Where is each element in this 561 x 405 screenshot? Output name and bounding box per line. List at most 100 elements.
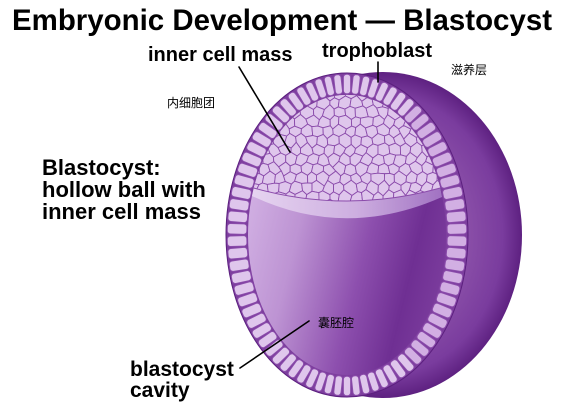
- label-cavity-line: blastocyst: [130, 358, 234, 381]
- trophoblast-cell: [264, 339, 284, 357]
- trophoblast-cell: [271, 105, 291, 124]
- trophoblast-cell: [342, 73, 352, 95]
- trophoblast-cell: [246, 141, 267, 158]
- trophoblast-cell: [416, 121, 437, 139]
- trophoblast-cell: [359, 75, 371, 97]
- inner-cell: [230, 134, 243, 148]
- inner-cell: [229, 114, 241, 129]
- trophoblast-cell: [431, 151, 453, 168]
- trophoblast-cell: [397, 98, 415, 117]
- trophoblast-cell: [366, 78, 380, 99]
- trophoblast-cell: [444, 198, 466, 212]
- inner-cell: [241, 95, 253, 110]
- trophoblast-cell: [444, 258, 466, 272]
- trophoblast-cell: [230, 186, 252, 200]
- inner-cell: [264, 76, 276, 89]
- label-trophoblast: trophoblast: [322, 40, 432, 62]
- trophoblast-cell: [314, 78, 328, 99]
- trophoblast-cell: [445, 246, 467, 260]
- inner-cell: [237, 105, 248, 119]
- trophoblast-cell: [431, 302, 453, 319]
- description-line: hollow ball with: [42, 177, 206, 202]
- trophoblast-cell: [279, 98, 297, 117]
- trophoblast-cell: [305, 368, 320, 389]
- trophoblast-cell: [403, 346, 423, 365]
- trophoblast-cell: [323, 373, 335, 395]
- label-trophoblast-zh: 滋养层: [451, 62, 487, 77]
- label-inner-cell-mass-zh: 内细胞团: [167, 96, 215, 110]
- trophoblast-cell: [233, 281, 255, 296]
- leader-cavity: [239, 320, 310, 369]
- trophoblast-cell: [350, 74, 361, 95]
- trophoblast-cell: [374, 81, 389, 102]
- label-cavity-line: cavity: [130, 379, 190, 402]
- blastocyst: [225, 72, 522, 398]
- trophoblast-cell: [226, 235, 248, 248]
- trophoblast-cell: [397, 353, 415, 372]
- trophoblast-cell: [416, 331, 437, 349]
- trophoblast-cell: [257, 331, 278, 349]
- trophoblast-cell: [257, 121, 278, 139]
- trophoblast-cell: [382, 364, 398, 384]
- label-cavity-zh: 囊胚腔: [318, 315, 354, 330]
- trophoblast-cell: [374, 368, 389, 389]
- inner-cell-mass-underside: [252, 188, 442, 219]
- trophoblast-cell: [241, 302, 263, 319]
- trophoblast-cell: [237, 162, 259, 178]
- trophoblast-cell: [435, 162, 457, 178]
- description-block: Blastocyst: hollow ball with inner cell …: [42, 155, 206, 224]
- trophoblast-cell: [446, 235, 468, 248]
- inner-cell: [285, 78, 298, 89]
- inner-cell: [237, 87, 248, 99]
- trophoblast-cell: [233, 174, 255, 189]
- trophoblast-cell: [227, 210, 249, 224]
- label-inner-cell-mass: inner cell mass: [148, 44, 293, 66]
- trophoblast-cell: [305, 81, 320, 102]
- inner-cell: [449, 78, 459, 91]
- trophoblast-cell: [228, 258, 250, 272]
- inner-cell: [235, 124, 247, 136]
- trophoblast-cell: [271, 346, 291, 365]
- description-line: inner cell mass: [42, 199, 201, 224]
- trophoblast-cell: [410, 113, 430, 131]
- trophoblast-cell: [439, 174, 461, 189]
- leader-inner-cell-mass: [238, 66, 291, 153]
- trophoblast-cell: [445, 210, 467, 224]
- trophoblast-cell: [237, 292, 259, 308]
- trophoblast-cell: [279, 353, 297, 372]
- trophoblast-cell: [389, 91, 407, 111]
- trophoblast-cell: [359, 373, 371, 395]
- trophoblast-cell: [382, 86, 398, 106]
- trophoblast-cell: [350, 375, 361, 396]
- trophoblast-cell: [230, 270, 252, 284]
- inner-cell: [229, 98, 240, 109]
- inner-cell-mass-edge: [253, 187, 441, 202]
- trophoblast-cell: [422, 322, 443, 339]
- trophoblast-cell: [287, 91, 305, 111]
- title: Embryonic Development — Blastocyst: [12, 4, 552, 37]
- trophoblast-cell: [410, 339, 430, 357]
- trophoblast-cell: [227, 246, 249, 260]
- trophoblast-cell: [226, 222, 248, 235]
- trophoblast-cell: [241, 151, 263, 168]
- trophoblast-cell: [403, 105, 423, 124]
- trophoblast-cell: [333, 375, 344, 396]
- inner-cell: [274, 79, 287, 90]
- trophoblast-cell: [389, 359, 407, 379]
- trophoblast-cell: [333, 74, 344, 95]
- trophoblast-cell: [422, 131, 443, 148]
- inner-cell: [251, 77, 264, 91]
- inner-cell: [241, 117, 251, 129]
- trophoblast-cell: [251, 322, 272, 339]
- trophoblast-cell: [427, 312, 448, 329]
- trophoblast-cell: [323, 75, 335, 97]
- trophoblast-cell: [366, 371, 380, 392]
- trophoblast-cell: [296, 86, 312, 106]
- trophoblast-cell: [442, 186, 464, 200]
- description-line: Blastocyst:: [42, 155, 161, 180]
- trophoblast-cells: [226, 73, 468, 397]
- trophoblast-cell: [342, 375, 352, 397]
- inner-cell: [268, 94, 281, 100]
- trophoblast-cell: [287, 359, 305, 379]
